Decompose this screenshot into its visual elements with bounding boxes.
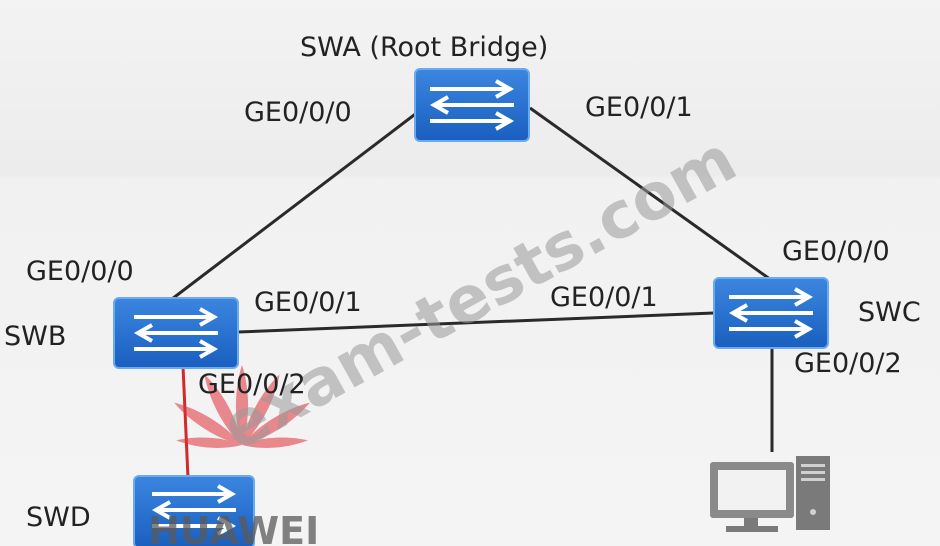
port-label-swc-ge000: GE0/0/0 (782, 236, 890, 267)
link-swb-swc (237, 311, 715, 334)
pc-icon[interactable] (710, 456, 830, 532)
root-bridge-label: SWA (Root Bridge) (300, 32, 548, 63)
huawei-logo (174, 365, 310, 448)
huawei-logo-text: HUAWEI (148, 509, 319, 546)
port-label-swb-ge000: GE0/0/0 (26, 256, 134, 287)
port-label-swa-ge001: GE0/0/1 (585, 92, 693, 123)
port-label-swc-ge001: GE0/0/1 (550, 282, 658, 313)
port-label-swb-ge001: GE0/0/1 (254, 287, 362, 318)
port-label-swc-ge002: GE0/0/2 (794, 348, 902, 379)
switch-swb[interactable] (113, 297, 239, 369)
port-label-swa-ge000: GE0/0/0 (244, 97, 352, 128)
port-label-swb-ge002: GE0/0/2 (198, 369, 306, 400)
link-swb-swd (181, 365, 190, 479)
switch-label-swc: SWC (858, 297, 921, 328)
link-swa-swc (529, 106, 775, 284)
switch-swd[interactable] (133, 475, 255, 546)
switch-label-swd: SWD (26, 502, 91, 533)
links (167, 106, 775, 479)
switch-swa[interactable] (414, 68, 530, 142)
switch-label-swb: SWB (4, 321, 66, 352)
link-swa-swb (167, 110, 419, 304)
switch-swc[interactable] (713, 277, 829, 349)
